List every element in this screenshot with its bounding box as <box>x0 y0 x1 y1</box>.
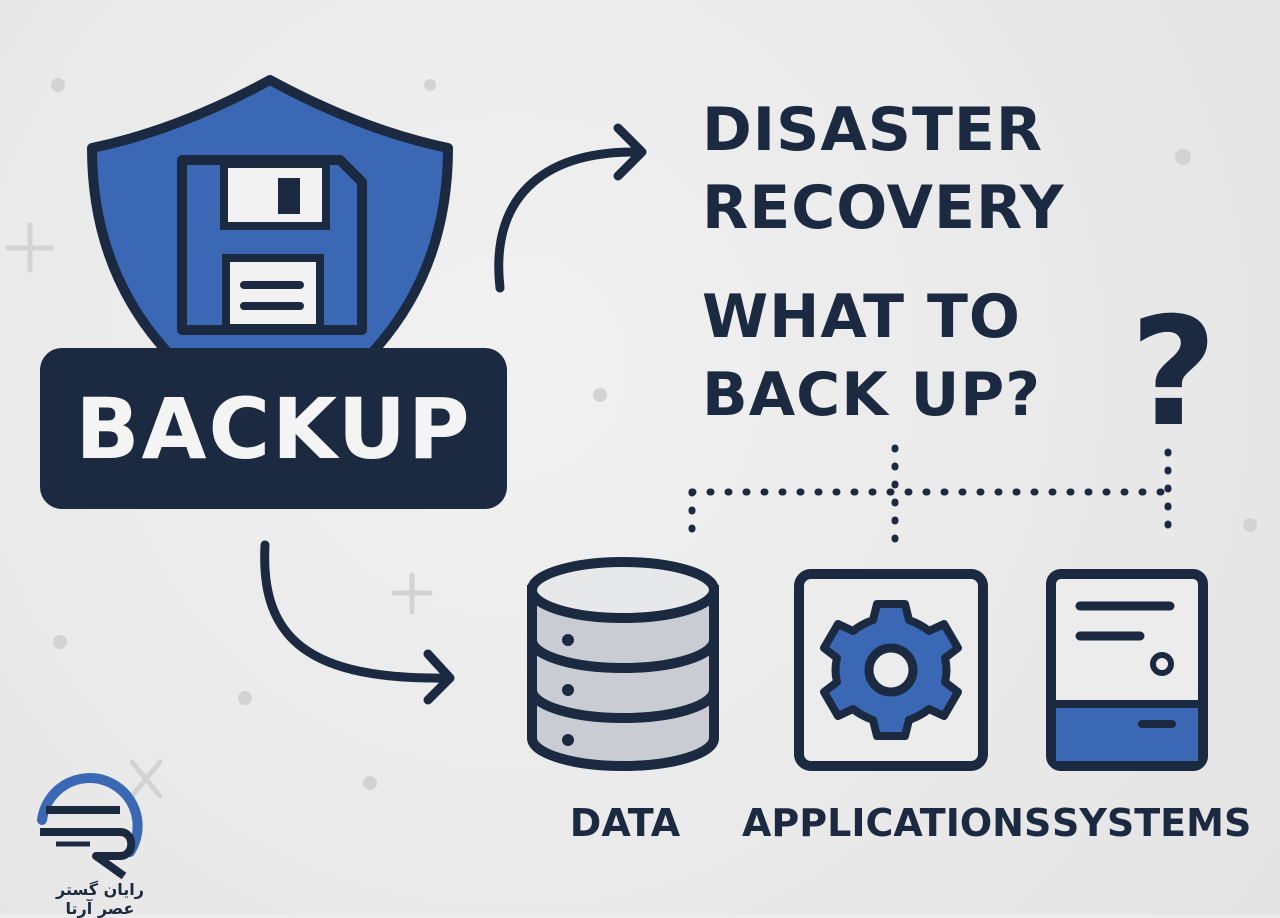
question-mark: ? <box>1130 286 1218 460</box>
decor-dot <box>1175 149 1191 165</box>
background-decorations <box>51 78 1257 790</box>
backup-label: BACKUP <box>75 379 472 478</box>
database-icon <box>527 557 719 771</box>
category-label-data: DATA <box>569 801 681 845</box>
arrow-head <box>423 649 455 705</box>
arrow-curve <box>494 147 645 293</box>
headline-disaster: DISASTER <box>702 95 1044 165</box>
server-icon <box>1046 569 1208 771</box>
decor-dot <box>363 776 377 790</box>
headline-back-up: BACK UP? <box>702 360 1042 430</box>
decor-dot <box>593 388 607 402</box>
arrow-to-recovery <box>494 123 647 293</box>
dotted-connectors <box>688 444 1172 544</box>
arrow-head <box>613 123 647 181</box>
decor-dot <box>424 79 436 91</box>
headline-recovery: RECOVERY <box>702 173 1065 243</box>
decor-dot <box>53 635 67 649</box>
floppy-disk-icon <box>177 155 367 335</box>
decor-dot <box>51 78 65 92</box>
company-logo-text: رایان گستر عصر آرتا <box>55 880 144 918</box>
arrow-curve <box>260 540 453 683</box>
decor-x <box>129 759 163 799</box>
arrow-to-data <box>260 540 455 705</box>
category-label-systems: SYSTEMS <box>1052 801 1252 845</box>
decor-dot <box>238 691 252 705</box>
category-label-applications: APPLICATIONS <box>742 801 1052 845</box>
headline-what-to: WHAT TO <box>702 282 1021 352</box>
decor-plus <box>391 572 433 615</box>
background-crosses <box>5 222 433 799</box>
shield-icon <box>87 75 453 435</box>
gear-icon <box>794 569 988 771</box>
decor-dot <box>1243 518 1257 532</box>
backup-label-box <box>40 348 507 509</box>
company-logo-icon <box>37 773 143 880</box>
decor-plus <box>5 222 55 273</box>
